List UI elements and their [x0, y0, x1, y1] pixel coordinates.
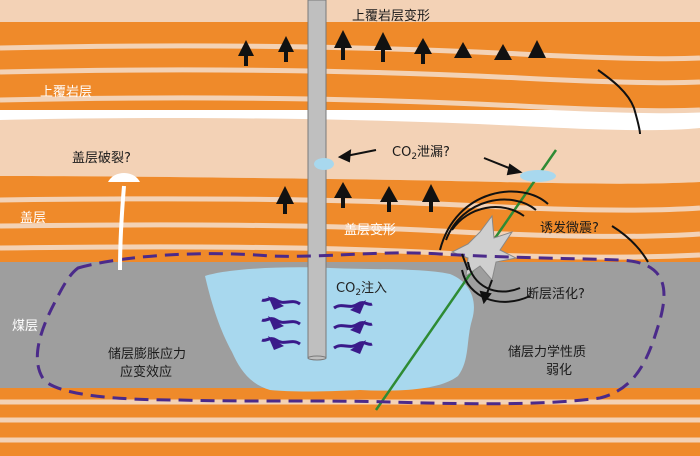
- triangle-up-icon: [276, 186, 294, 214]
- label-overburden: 上覆岩层: [40, 85, 92, 100]
- purple-wavy-arrow-icon: [333, 341, 373, 350]
- label-co2-injection: CO2注入: [336, 281, 387, 298]
- caprock-deformation-markers: [276, 182, 440, 214]
- swelling-arrowheads-left: [268, 296, 284, 350]
- label-weakening-line2: 弱化: [546, 363, 572, 378]
- fault-arrow-2: [461, 253, 469, 271]
- leak-arrow-left: [345, 149, 377, 157]
- label-overburden-deformation: 上覆岩层变形: [352, 8, 430, 24]
- underburden-line-2: [0, 416, 700, 423]
- overburden-top-light-layer: [0, 0, 700, 22]
- leak-pocket-fault: [520, 170, 556, 182]
- swelling-arrowheads-right: [350, 300, 366, 354]
- co2-leak-prefix: CO: [392, 145, 411, 160]
- co2-leak-suffix: 泄漏?: [417, 144, 450, 160]
- co2-inject-prefix: CO: [336, 281, 355, 296]
- caprock-line-1: [0, 196, 700, 213]
- underburden-line-1: [0, 398, 700, 405]
- leak-arrows: [337, 149, 523, 176]
- triangle-up-icon: [334, 30, 352, 60]
- co2-inject-subscript: 2: [355, 288, 361, 298]
- triangle-up-icon: [374, 32, 392, 62]
- overburden-line-2: [0, 67, 700, 86]
- label-caprock-deformation: 盖层变形: [344, 222, 396, 238]
- swelling-arrows-right: [333, 301, 373, 350]
- caprock-line-2: [0, 222, 700, 239]
- purple-wavy-arrow-icon: [261, 337, 301, 346]
- triangle-up-icon: [454, 42, 472, 58]
- triangle-up-icon: [414, 38, 432, 64]
- label-swelling-line1: 储层膨胀应力: [108, 346, 186, 362]
- purple-wavy-arrow-icon: [333, 321, 373, 330]
- label-fault-reactivation: 断层活化?: [526, 287, 585, 302]
- triangle-up-icon: [528, 40, 546, 58]
- label-weakening-line1: 储层力学性质: [508, 344, 586, 360]
- triangle-up-icon: [238, 40, 254, 66]
- purple-wavy-arrow-icon: [333, 301, 373, 310]
- triangle-up-icon: [422, 184, 440, 212]
- triangle-up-icon: [494, 44, 512, 60]
- influence-zone-boundary: [35, 251, 666, 406]
- label-swelling-line2: 应变效应: [120, 364, 172, 380]
- label-co2-leak: CO2泄漏?: [392, 144, 450, 162]
- overburden-line-3: [0, 95, 700, 114]
- triangle-up-icon: [380, 186, 398, 212]
- label-caprock-fracture: 盖层破裂?: [72, 151, 131, 166]
- co2-leak-subscript: 2: [411, 152, 417, 162]
- purple-wavy-arrow-icon: [261, 317, 301, 326]
- caprock-fracture-line: [611, 225, 649, 263]
- label-caprock: 盖层: [20, 211, 46, 226]
- overburden-deformation-markers: [238, 30, 546, 66]
- caprock-fracture-arrow: [108, 173, 140, 271]
- caprock-thin-layers: [0, 196, 700, 260]
- swelling-arrows-left: [261, 297, 301, 346]
- leak-pocket-wellbore: [314, 158, 334, 170]
- caprock-line-3: [0, 244, 700, 260]
- wellbore: [307, 0, 327, 359]
- overburden-thin-layers: [0, 43, 700, 114]
- wellbore-bottom: [307, 355, 327, 361]
- triangle-up-icon: [278, 36, 294, 62]
- triangle-up-icon: [334, 182, 352, 208]
- seismic-burst-icon: [439, 190, 549, 303]
- overburden-line-1: [0, 43, 700, 62]
- co2-inject-suffix: 注入: [361, 281, 387, 296]
- fault-activation-arrows: [461, 253, 493, 305]
- label-induced-seismicity: 诱发微震?: [540, 220, 599, 236]
- label-coal-seam: 煤层: [12, 319, 38, 334]
- underburden-line-3: [0, 436, 700, 443]
- overburden-fracture: [597, 69, 641, 135]
- seismic-wave-arcs: [439, 190, 549, 303]
- purple-wavy-arrow-icon: [261, 297, 301, 306]
